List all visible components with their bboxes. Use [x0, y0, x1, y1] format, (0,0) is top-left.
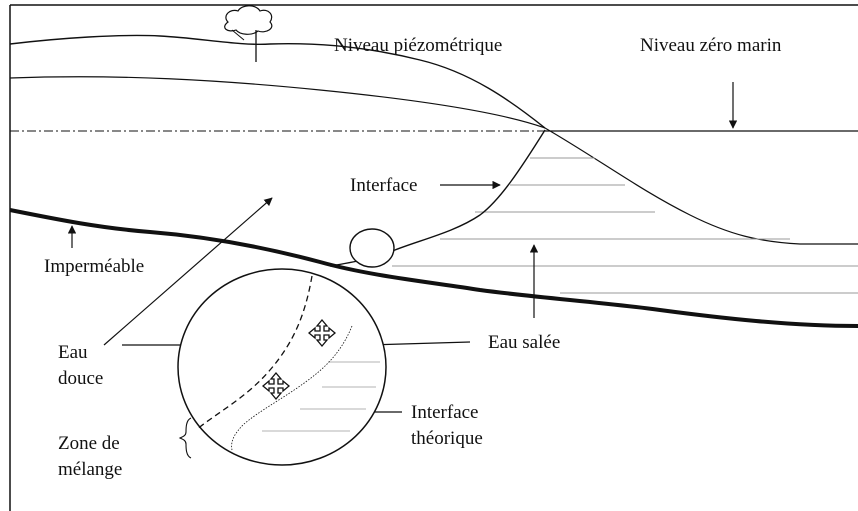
impermeable-base-line: [9, 208, 858, 328]
label-eau-douce-1: Eau: [58, 342, 88, 363]
label-zone-melange-2: mélange: [58, 459, 123, 480]
label-niveau-zero-marin: Niveau zéro marin: [640, 35, 782, 56]
zone-brace: [178, 417, 192, 459]
label-zone-melange-1: Zone de: [58, 433, 120, 454]
saltwater-hatching: [392, 157, 858, 294]
label-interface-theorique-2: théorique: [411, 428, 483, 449]
label-interface: Interface: [350, 175, 418, 196]
tree-icon: [224, 5, 273, 62]
detail-circle-marker: [349, 228, 395, 268]
ground-surface-line: [9, 34, 546, 129]
four-way-arrow-icon: [307, 318, 337, 348]
label-niveau-piezometrique: Niveau piézométrique: [334, 35, 503, 56]
label-interface-theorique-1: Interface: [411, 402, 479, 423]
eau-douce-diagonal-arrow: [103, 197, 273, 346]
label-eau-salee: Eau salée: [488, 332, 561, 353]
sea-floor-line: [544, 127, 858, 245]
magnified-detail-circle: [177, 268, 387, 466]
label-eau-douce-2: douce: [58, 368, 104, 389]
four-way-arrow-icon: [261, 371, 291, 401]
eau-salee-circle-arrow: [367, 340, 471, 349]
piezometric-level-line: [9, 76, 546, 129]
label-impermeable: Imperméable: [44, 256, 145, 277]
